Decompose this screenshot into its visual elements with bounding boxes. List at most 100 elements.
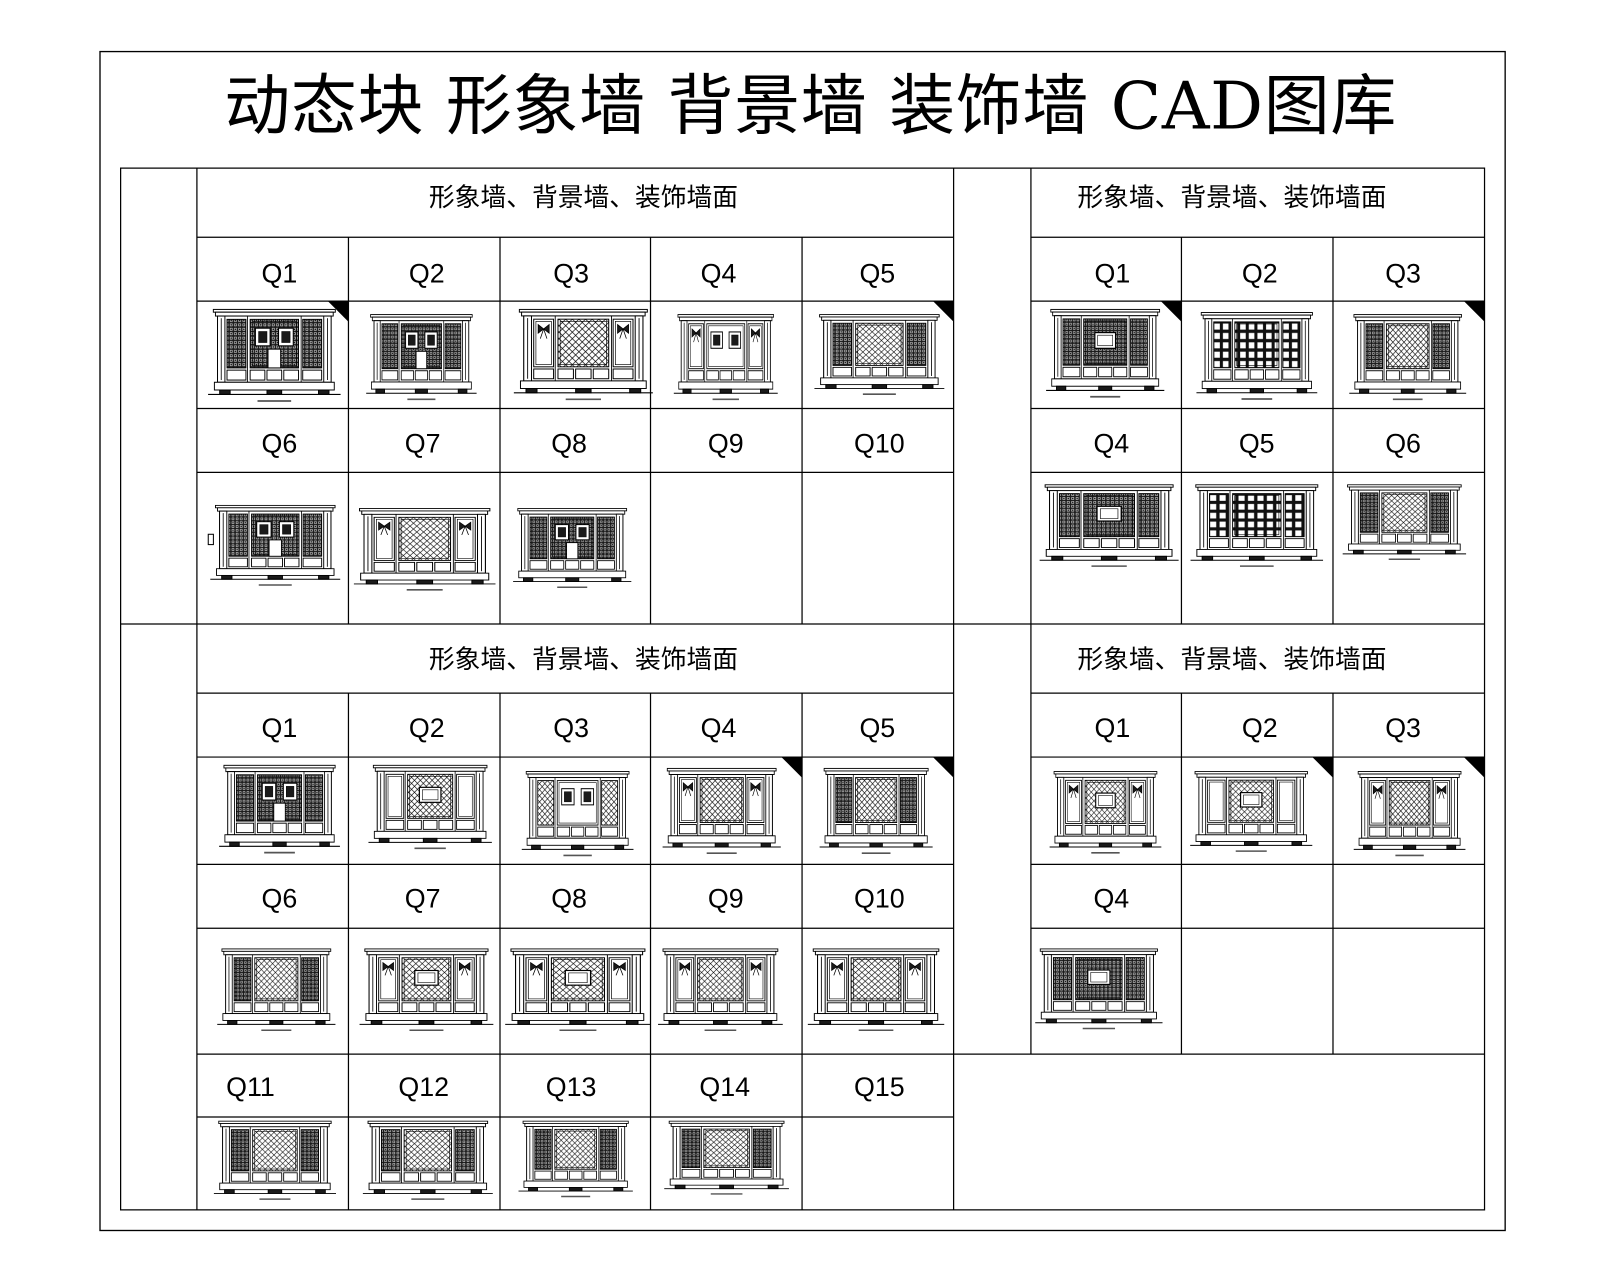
lower-center-panel [1113, 366, 1128, 378]
item-label: Q8 [551, 883, 587, 913]
center-panel [850, 957, 902, 1002]
lower-center-panel [719, 370, 732, 381]
lower-center-panel [697, 1002, 712, 1013]
foot [1446, 844, 1457, 850]
ornament-icon [750, 781, 761, 797]
lower-center-panel [1107, 1001, 1123, 1011]
cornice-moulding [1196, 773, 1306, 778]
lower-center-panel [1083, 538, 1100, 548]
tv-screen [1098, 795, 1113, 806]
plinth [1045, 548, 1173, 557]
foot [1353, 549, 1364, 555]
lower-panel-left [1062, 366, 1081, 378]
cornice-moulding [664, 950, 777, 956]
foot [1248, 555, 1265, 561]
plinth [219, 1182, 331, 1191]
item-label: Q1 [262, 713, 298, 743]
lower-panel-right [455, 1172, 475, 1182]
side-panel-right [1282, 321, 1301, 369]
foot [674, 1184, 686, 1190]
lower-panel-right [747, 370, 764, 381]
lower-center-panel [407, 819, 422, 830]
lower-center-panel [550, 1002, 569, 1013]
foot [867, 1020, 885, 1025]
foot [517, 1020, 530, 1025]
plinth [667, 835, 776, 844]
lower-center-panel [1234, 369, 1249, 380]
cornice-moulding [512, 950, 644, 956]
foot [1201, 555, 1214, 561]
foot [1359, 388, 1370, 394]
lower-panel-right [904, 1002, 926, 1013]
center-panel-inner [1390, 782, 1429, 824]
foot [719, 1184, 734, 1190]
foot [315, 1189, 326, 1194]
foot [569, 1020, 587, 1025]
foot [318, 389, 330, 395]
thumbnail-tl-q6 [210, 504, 341, 586]
plinth [216, 568, 335, 576]
lower-center-panel [284, 557, 300, 568]
side-panel-left [681, 1128, 701, 1169]
center-panel-inner [254, 1131, 296, 1170]
center-panel-inner [708, 325, 744, 367]
lower-center-panel [1075, 1001, 1091, 1011]
thumbnail-bl-q14 [664, 1120, 789, 1195]
lower-center-panel [269, 1002, 284, 1013]
lower-center-panel [1265, 369, 1280, 380]
thumbnail-bl-q12 [362, 1120, 493, 1200]
item-label: Q3 [1385, 713, 1421, 743]
lower-center-panel [1388, 826, 1403, 837]
sheet-border [99, 50, 1506, 1232]
picture-frame-inner [731, 334, 739, 346]
lower-panel-right [899, 824, 917, 835]
ornament-icon [459, 521, 472, 536]
thumbnail-tr-q4 [1039, 484, 1179, 567]
foot [420, 1189, 436, 1194]
lower-panel-right [302, 369, 323, 381]
lower-center-panel [436, 1172, 453, 1182]
foot [418, 1020, 435, 1025]
plinth [526, 837, 629, 846]
lower-center-panel [403, 1172, 420, 1182]
lower-center-panel [867, 1002, 885, 1013]
center-panel [557, 318, 610, 368]
plinth [820, 377, 939, 386]
plinth [1051, 378, 1160, 387]
lower-center-panel [699, 824, 714, 835]
foot [1058, 842, 1069, 848]
picture-frame-inner [557, 527, 566, 538]
lower-center-panel [1412, 533, 1428, 543]
thumbnail-tr-q2 [1196, 312, 1318, 400]
center-panel [550, 957, 606, 1002]
ornament-icon [1068, 784, 1079, 799]
ornament-icon [751, 328, 760, 343]
picture-frame-inner [713, 334, 721, 346]
lower-center-panel [251, 557, 267, 568]
center-panel-inner [1383, 494, 1426, 531]
lower-center-panel [1083, 366, 1098, 378]
plinth [813, 1013, 939, 1021]
plinth [523, 1180, 628, 1188]
item-label: Q2 [409, 713, 445, 743]
center-panel-inner [857, 779, 896, 821]
plinth [222, 1013, 331, 1021]
lower-panel-right [1129, 824, 1146, 835]
side-panel-right [599, 1128, 617, 1170]
tv-screen [422, 789, 439, 801]
thumbnail-bl-q11 [213, 1120, 337, 1200]
foot [1142, 842, 1152, 848]
center-panel [1381, 492, 1428, 533]
center-panel [554, 1128, 597, 1170]
item-label: Q3 [1385, 258, 1421, 288]
item-label: Q2 [1242, 713, 1278, 743]
lower-center-panel [575, 368, 592, 380]
side-panel-right [304, 774, 324, 822]
thumbnail-tl-q5 [814, 314, 945, 395]
group-header-bottom-left: 形象墙、背景墙、装饰墙面 [429, 645, 738, 674]
center-panel [1234, 321, 1280, 369]
lower-center-panel [719, 1168, 734, 1178]
lower-center-panel [703, 1168, 719, 1178]
